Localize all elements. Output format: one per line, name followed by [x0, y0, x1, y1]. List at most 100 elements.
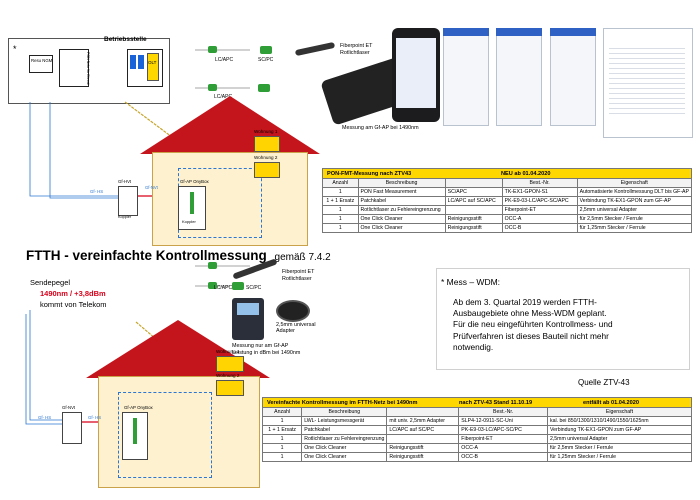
table-cell: für 1,25mm Stecker / Ferrule [546, 452, 693, 462]
table-cell: One Click Cleaner [301, 443, 388, 453]
table-header-cell: Beschreibung [301, 407, 388, 417]
fiberpoint-mid-label: Fiberpoint ET [282, 269, 315, 275]
pon-box [59, 49, 89, 87]
note-heading: * Mess – WDM: [441, 277, 501, 287]
table-cell: 1 + 1 Ersatz [261, 425, 303, 435]
sc-connector-top2 [258, 84, 270, 92]
table1-header-right: NEU ab 01.04.2020 [501, 171, 551, 177]
wohnung-2-label: Wohnung 2 [254, 155, 278, 160]
messung-caption: Messung am Gf-AP bei 1490nm [342, 125, 419, 131]
mess-wdm-note: * Mess – WDM: Ab dem 3. Quartal 2019 wer… [436, 268, 690, 370]
note-line-5: notwendig. [453, 341, 494, 352]
note-line-3: Für die neu eingeführten Kontrollmess- u… [453, 319, 613, 330]
gf-ap-top-ports [190, 192, 194, 214]
table-cell: Reinigungsstift [386, 452, 460, 462]
table-cell [386, 434, 460, 444]
betriebsstelle-label: Betriebsstelle [104, 36, 147, 43]
scpc-label: SC/PC [258, 57, 274, 63]
note-line-1: Ab dem 3. Quartal 2019 werden FTTH- [453, 297, 597, 307]
table-cell: 1 [261, 434, 303, 444]
table-cell: SLP4-12-0911-SC-Uni [458, 416, 548, 426]
olt-ports2 [138, 55, 144, 69]
sc-connector-top [260, 46, 272, 54]
table-cell: 2,5mm universal Adapter [546, 434, 693, 444]
sendepegel-value: 1490nm / +3,8dBm [40, 289, 106, 298]
table-cell: LWL- Leistungsmessgerät [301, 416, 388, 426]
table-cell: Fiberpoint-ET [458, 434, 548, 444]
gf-ap-kopp: Koppler [182, 219, 196, 224]
table-cell: PK-E9-03-LC/APC-SC/PC [458, 425, 548, 435]
asterisk: * [13, 44, 17, 54]
messung-mid-2: Leistung in dBm bei 1490nm [232, 350, 301, 356]
wohnung-2-box-bottom [216, 380, 244, 396]
lc-connector-top [208, 46, 217, 53]
table-header-cell: Eigenschaft [546, 407, 693, 417]
lcapc-mid-label: LC/APC [214, 285, 233, 291]
page-title-suffix: gemäß 7.4.2 [274, 252, 331, 263]
rotlicht-mid-label: Rotlichtlaser [282, 276, 312, 282]
gf-ap-top-label: Gf-AP OnyBox [180, 179, 209, 184]
gf-nvt-bottom [62, 412, 82, 444]
olt-label: OLT [148, 60, 157, 65]
table-cell: 1 [261, 452, 303, 462]
table2-header-right: entfällt ab 01.04.2020 [583, 400, 639, 406]
gf-ap-bottom-label: Gf-AP OnyBox [124, 405, 153, 410]
smartphone-screen [396, 38, 436, 108]
page-title: FTTH - vereinfachte Kontrollmessung gemä… [26, 249, 331, 263]
table-cell: Rotlichtlaser zu Fehlereingrenzung [301, 434, 388, 444]
table-cell: 1 [261, 416, 303, 426]
table-cell: LC/APC auf SC/PC [386, 425, 460, 435]
sendepegel-label: Sendepegel [30, 278, 71, 287]
gf-hvt-label: Gf-HVt [118, 179, 132, 184]
sendepegel-source: kommt von Telekom [40, 300, 107, 309]
rotlicht-label: Rotlichtlaser [340, 50, 370, 56]
gf-hvt-kopp: Koppler [118, 215, 132, 219]
resu-box [29, 55, 53, 73]
note-body: Ab dem 3. Quartal 2019 werden FTTH- Ausb… [453, 297, 687, 353]
app-screen-3-bar [550, 28, 596, 36]
table1-header-left: PON-FMT-Messung nach ZTV43 [327, 171, 412, 177]
table-cell: Reinigungsstift [386, 443, 460, 453]
adapter-label: 2,5mm universal Adapter [276, 322, 316, 335]
app-screen-1 [443, 28, 489, 126]
table-cell: mit univ. 2,5mm Adapter [386, 416, 460, 426]
top-diagram: Betriebsstelle * Resu NGM PON Netz für D… [8, 28, 693, 246]
gfhs-bottom-label: Gf- HS [38, 415, 52, 420]
table-header-cell: Best.-Nr. [458, 407, 548, 417]
gf-nvt-label: Gf-NVt [145, 185, 158, 190]
app-screen-2-bar [496, 28, 542, 36]
adapter-ring [276, 300, 310, 322]
table-cell: Verbindung TK-EX1-GPON zum GF-AP [546, 425, 693, 435]
scpc-mid-label: SC/PC [246, 285, 262, 291]
table-cell: kal. bei 850/1300/1310/1490/1550/1625nm [546, 416, 693, 426]
wohnung-1-bottom-label: Wohnung 1 [216, 349, 240, 354]
table-cell: für 2,5mm Stecker / Ferrule [546, 443, 693, 453]
lcapc2-label: LC/APC [214, 94, 233, 100]
betriebsstelle-box: Betriebsstelle * Resu NGM PON Netz für D… [8, 36, 170, 104]
table-cell: OCC-A [458, 443, 548, 453]
table2-header-left: Vereinfachte Kontrollmessung im FTTH-Net… [267, 400, 418, 406]
wohnung-1-box [254, 136, 280, 152]
messung-mid-1: Messung nur am Gf-AP [232, 343, 289, 349]
olt-yellow [147, 53, 159, 81]
quelle-label: Quelle ZTV-43 [578, 378, 630, 387]
wohnung-1-label: Wohnung 1 [254, 129, 278, 134]
table-cell: OCC-B [458, 452, 548, 462]
wohnung-1-box-bottom [216, 356, 244, 372]
table-cell: 1 [261, 443, 303, 453]
gf-nvt-bottom-label: Gf-NVt [62, 405, 76, 410]
building-bottom-inner [118, 392, 212, 478]
table-cell: für 1,25mm Stecker / Ferrule [576, 223, 693, 233]
olt-ports [130, 55, 136, 69]
table-header-cell [386, 407, 460, 417]
table2-header-mid: nach ZTV-43 Stand 11.10.19 [459, 400, 533, 406]
